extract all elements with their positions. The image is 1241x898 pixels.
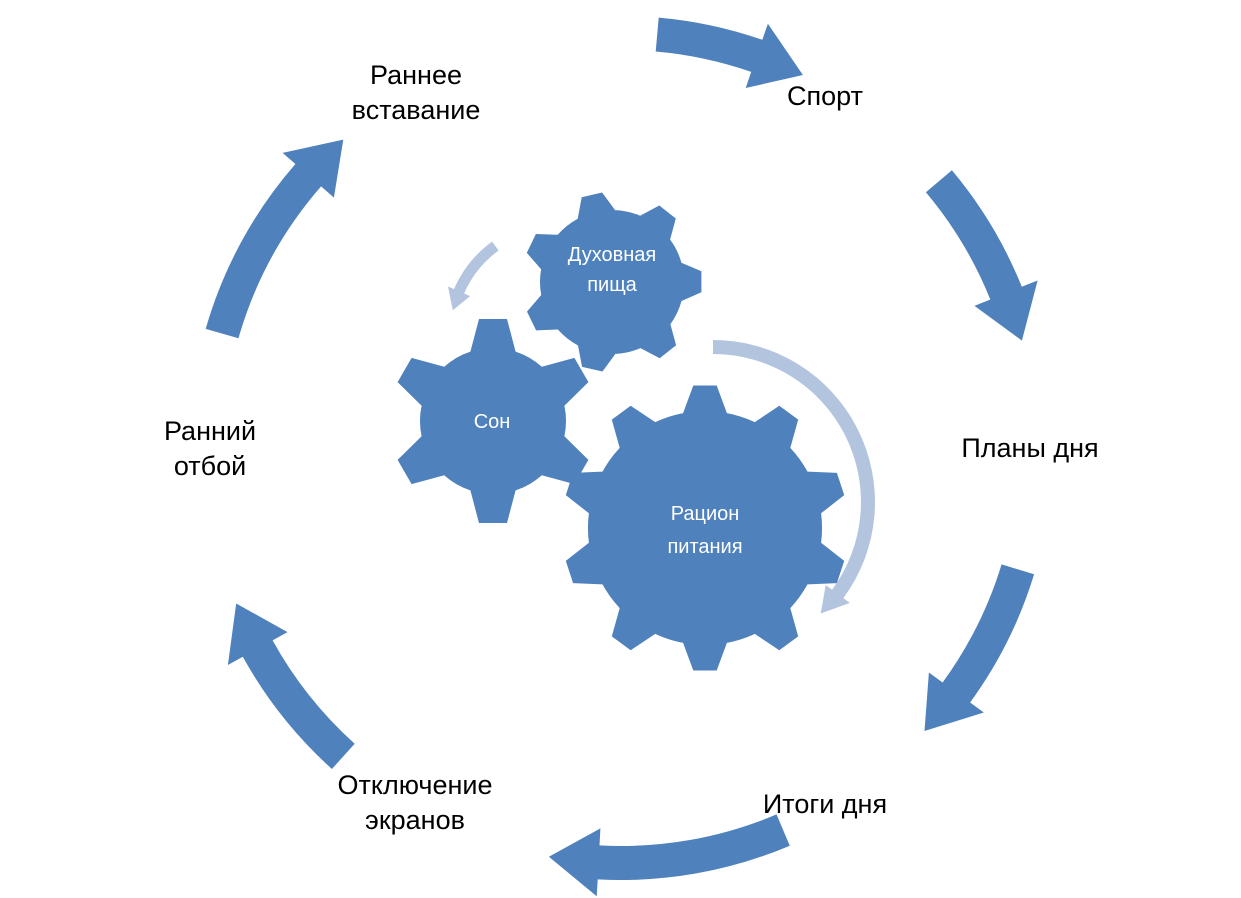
outer-arrow-icon <box>925 170 1038 341</box>
gear-label-line: пища <box>587 274 637 296</box>
cycle-label-day-results: Итоги дня <box>735 787 915 822</box>
gear-label-line: Рацион <box>671 503 740 525</box>
cycle-label-early-bedtime: Ранний отбой <box>135 414 285 484</box>
gear-spiritual-food: Духовная пища <box>526 192 702 372</box>
label-line: Ранний <box>163 416 257 446</box>
label-line: отбой <box>173 451 247 481</box>
cycle-label-early-rising: Раннее вставание <box>330 58 502 128</box>
inner-arrow-icon <box>713 340 875 614</box>
gear-icon <box>526 192 702 372</box>
cycle-label-day-plans: Планы дня <box>935 431 1125 466</box>
label-line: вставание <box>351 95 481 125</box>
label-line: Раннее <box>370 60 462 90</box>
gear-diet: Рацион питания <box>565 385 845 671</box>
label-line: Планы дня <box>961 433 1099 463</box>
gear-label-line: Сон <box>474 411 511 433</box>
gear-icon <box>565 385 845 671</box>
outer-arrow-icon <box>655 17 803 89</box>
inner-arrow-icon <box>448 241 499 311</box>
gear-label-line: Духовная <box>568 244 657 266</box>
gear-icon <box>397 319 589 523</box>
outer-arrow-icon <box>548 814 790 897</box>
gear-label-line: питания <box>667 536 742 558</box>
outer-cycle-arrows <box>205 17 1038 897</box>
label-line: экранов <box>365 805 465 835</box>
outer-arrow-icon <box>227 603 355 769</box>
outer-arrow-icon <box>205 139 344 339</box>
outer-arrow-icon <box>924 564 1035 731</box>
label-line: Итоги дня <box>762 789 888 819</box>
cycle-label-sport: Спорт <box>760 79 890 114</box>
cycle-label-screens-off: Отключение экранов <box>310 768 520 838</box>
label-line: Отключение <box>337 770 493 800</box>
label-line: Спорт <box>787 81 863 111</box>
gear-sleep: Сон <box>397 319 589 523</box>
